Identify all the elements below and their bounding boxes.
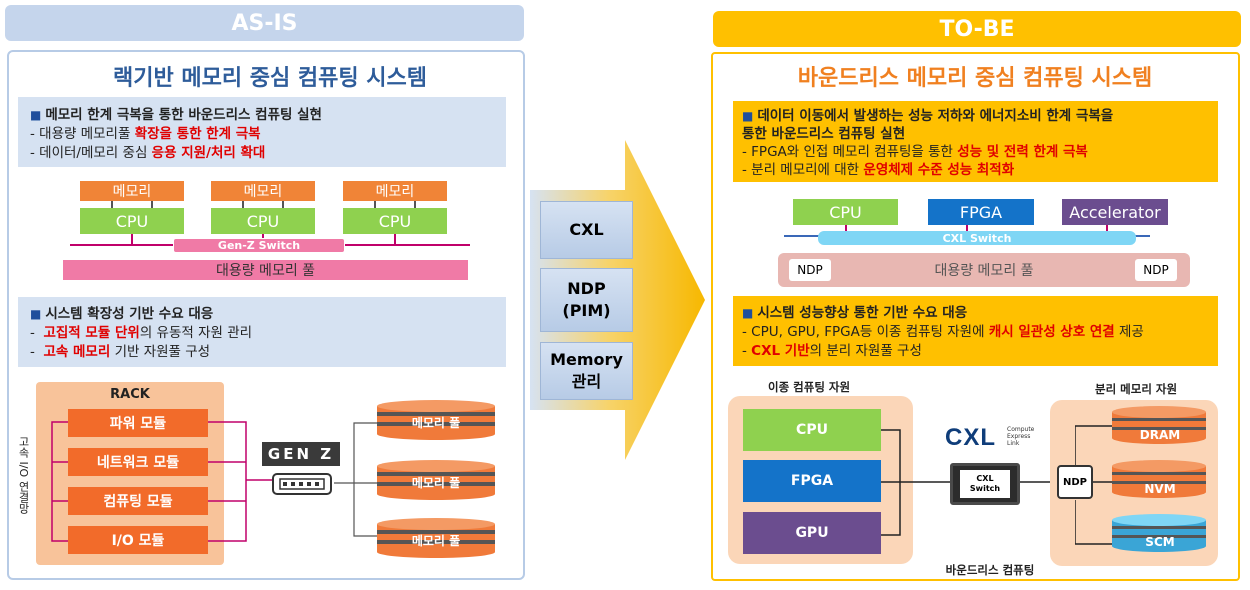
cpu-block: CPU	[80, 208, 184, 234]
asis-goal-line2: - 데이터/메모리 중심 응용 지원/처리 확대	[30, 145, 266, 161]
scm-label: SCM	[1145, 535, 1175, 549]
asis-title: 랙기반 메모리 중심 컴퓨팅 시스템	[113, 66, 427, 91]
cxl-switch-bar: CXL Switch	[818, 231, 1136, 245]
gen-z-switch: Gen-Z Switch	[173, 238, 345, 253]
tobe-goal-line1: - FPGA와 인접 메모리 컴퓨팅을 통한 성능 및 전력 한계 극복	[742, 144, 1088, 160]
rack-connectors	[51, 421, 280, 542]
rack-module-computing: 컴퓨팅 모듈	[68, 487, 208, 515]
asis-goal-line1: - 대용량 메모리풀 확장을 통한 한계 극복	[30, 126, 261, 142]
hetero-resources-label: 이종 컴퓨팅 자원	[768, 380, 851, 394]
disaggregated-memory-label: 분리 메모리 자원	[1095, 382, 1178, 396]
tobe-goal-box	[733, 101, 1218, 182]
dram-label: DRAM	[1139, 428, 1181, 442]
memory-pool-label: 메모리 풀	[411, 534, 461, 548]
gen-z-switch-icon	[272, 473, 332, 495]
tobe-accelerator-block: Accelerator	[1062, 199, 1168, 225]
asis-demand-line2: - 고속 메모리 기반 자원풀 구성	[30, 344, 211, 360]
cxl-logo-subtext: Compute Express Link	[1007, 426, 1035, 447]
cxl-logo: CXL Compute Express Link	[945, 424, 1040, 454]
ndp-chip: NDP	[1057, 465, 1093, 499]
bullet-square-icon: ■	[30, 108, 42, 122]
rack-module-power: 파워 모듈	[68, 409, 208, 437]
tobe-title: 바운드리스 메모리 중심 컴퓨팅 시스템	[797, 66, 1153, 91]
hetero-cpu: CPU	[743, 409, 881, 451]
rack-side-label: 고속 I/O 연결망	[17, 436, 30, 514]
asis-demand-heading: ■시스템 확장성 기반 수요 대응	[30, 306, 214, 322]
middle-item-ndp: NDP (PIM)	[540, 268, 633, 332]
rack-module-io: I/O 모듈	[68, 526, 208, 554]
tobe-demand-box	[733, 296, 1218, 366]
middle-item-memory: Memory 관리	[540, 342, 633, 400]
hetero-gpu: GPU	[743, 512, 881, 554]
hetero-fpga: FPGA	[743, 460, 881, 502]
tobe-goal-heading2: 통한 바운드리스 컴퓨팅 실현	[742, 126, 906, 142]
asis-goal-heading: ■메모리 한계 극복을 통한 바운드리스 컴퓨팅 실현	[30, 107, 322, 123]
cxl-logo-text: CXL	[945, 424, 996, 451]
asis-goal-box	[18, 97, 506, 167]
pool-connectors	[334, 422, 380, 537]
memory-block: 메모리	[343, 181, 447, 201]
asis-demand-line1: - 고집적 모듈 단위의 유동적 자원 관리	[30, 325, 253, 341]
rack-module-network: 네트워크 모듈	[68, 448, 208, 476]
ndp-tag: NDP	[1135, 259, 1177, 281]
asis-header: AS-IS	[5, 5, 524, 41]
memory-pool-bar: 대용량 메모리 풀	[63, 260, 468, 280]
memory-pool-label: 메모리 풀	[411, 416, 461, 430]
cxl-switch-chip: CXL Switch	[950, 463, 1020, 505]
tobe-demand-line1: - CPU, GPU, FPGA등 이종 컴퓨팅 자원에 캐시 일관성 상호 연…	[742, 324, 1144, 340]
tobe-memory-pool: 대용량 메모리 풀	[778, 253, 1190, 287]
asis-memory-diagram: 메모리 메모리 메모리 CPU CPU CPU Gen-Z Switch 대용량…	[60, 178, 480, 283]
tobe-goal-line2: - 분리 메모리에 대한 운영체제 수준 성능 최적화	[742, 162, 1015, 178]
nvm-label: NVM	[1144, 482, 1176, 496]
tobe-demand-heading: ■시스템 성능향상 통한 기반 수요 대응	[742, 305, 968, 321]
tobe-goal-heading1: ■데이터 이동에서 발생하는 성능 저하와 에너지소비 한계 극복을	[742, 108, 1114, 124]
memory-block: 메모리	[211, 181, 315, 201]
tobe-demand-line2: - CXL 기반의 분리 자원풀 구성	[742, 343, 922, 359]
ndp-memory-connectors	[1075, 425, 1115, 545]
boundless-computing-footer: 바운드리스 컴퓨팅	[945, 563, 1035, 577]
bullet-square-icon: ■	[742, 109, 754, 123]
memory-block: 메모리	[80, 181, 184, 201]
bullet-square-icon: ■	[742, 306, 754, 320]
ndp-tag: NDP	[789, 259, 831, 281]
cxl-switch-chip-label: CXL Switch	[960, 470, 1010, 498]
memory-pool-label: 메모리 풀	[411, 476, 461, 490]
middle-item-cxl: CXL	[540, 201, 633, 259]
tobe-cpu-block: CPU	[793, 199, 898, 225]
tobe-header: TO-BE	[713, 11, 1241, 47]
cpu-block: CPU	[343, 208, 447, 234]
cpu-block: CPU	[211, 208, 315, 234]
gen-z-logo: GEN Z	[262, 442, 340, 466]
rack-title: RACK	[110, 386, 150, 402]
tobe-fpga-block: FPGA	[928, 199, 1034, 225]
asis-demand-box	[18, 297, 506, 367]
bullet-square-icon: ■	[30, 307, 42, 321]
